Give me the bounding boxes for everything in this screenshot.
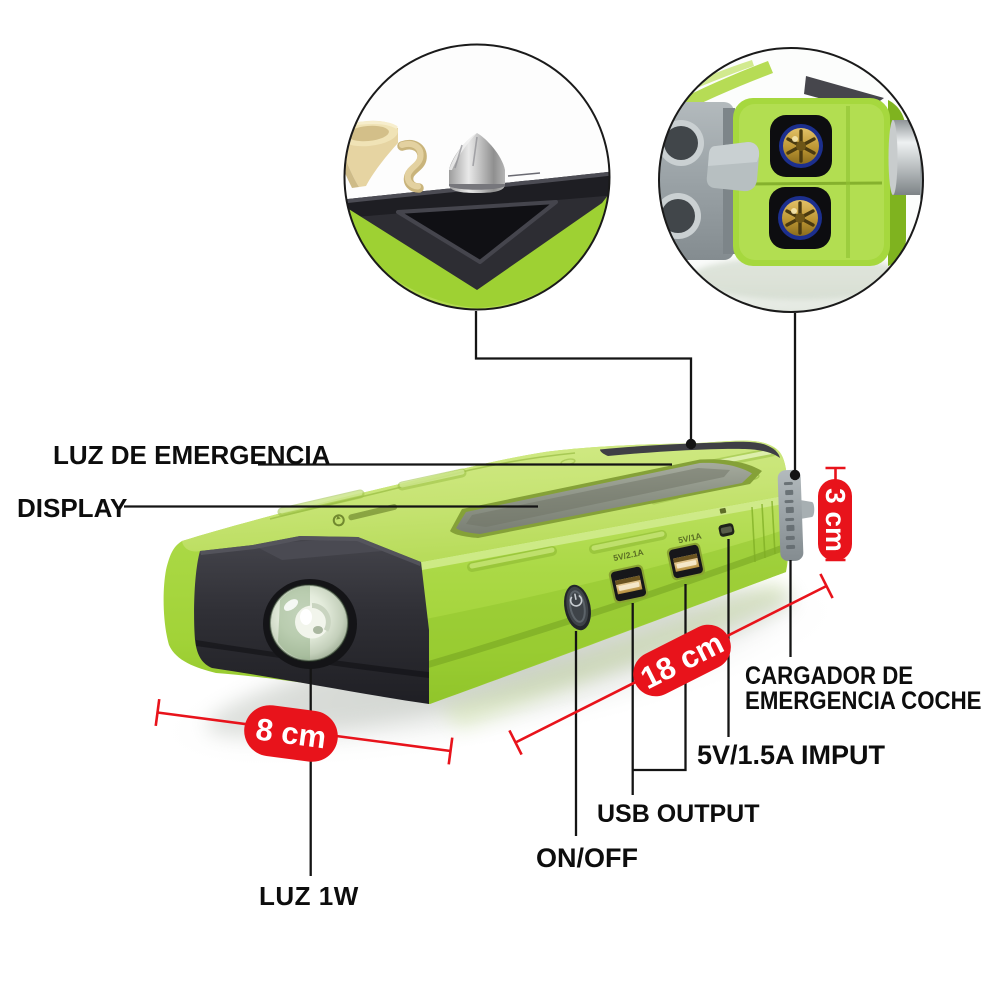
detail-circle-cone bbox=[343, 43, 611, 311]
terminal-block bbox=[733, 98, 906, 266]
micro-usb-port bbox=[718, 507, 735, 537]
label-light-1w: LUZ 1W bbox=[259, 881, 359, 911]
back-dark-piece bbox=[600, 441, 780, 458]
label-input: 5V/1.5A IMPUT bbox=[697, 740, 886, 770]
device-top-face bbox=[182, 440, 788, 562]
terminal-negative bbox=[769, 187, 831, 249]
label-on-off: ON/OFF bbox=[536, 843, 638, 873]
brand-mark bbox=[332, 503, 398, 527]
label-usb-output: USB OUTPUT bbox=[597, 800, 760, 828]
label-car-charger-line1: CARGADOR DE bbox=[745, 662, 914, 690]
terminal-positive bbox=[770, 115, 832, 177]
power-button bbox=[564, 584, 591, 631]
car-charger-cap bbox=[777, 469, 815, 562]
green-reflection bbox=[440, 580, 790, 730]
label-car-charger-line2: EMERGENCIA COCHE bbox=[745, 686, 982, 715]
line-left-circle bbox=[474, 311, 693, 443]
usb-port-1 bbox=[608, 564, 649, 604]
gray-side-panel bbox=[659, 102, 735, 260]
label-emergency-light: LUZ DE EMERGENCIA bbox=[53, 440, 331, 470]
usb-port-2 bbox=[666, 542, 706, 581]
callout-lines bbox=[124, 311, 797, 876]
badge-3cm: 3 cm bbox=[818, 479, 852, 561]
cone-side-view bbox=[888, 108, 923, 206]
label-display: DISPLAY bbox=[17, 493, 128, 523]
display-strip bbox=[450, 459, 762, 538]
dot-left-callout bbox=[685, 438, 697, 450]
detail-circle-terminals bbox=[658, 47, 924, 313]
dot-right-callout bbox=[789, 469, 801, 481]
glass-breaker-cone bbox=[449, 133, 505, 193]
flashlight-lens bbox=[263, 579, 357, 669]
